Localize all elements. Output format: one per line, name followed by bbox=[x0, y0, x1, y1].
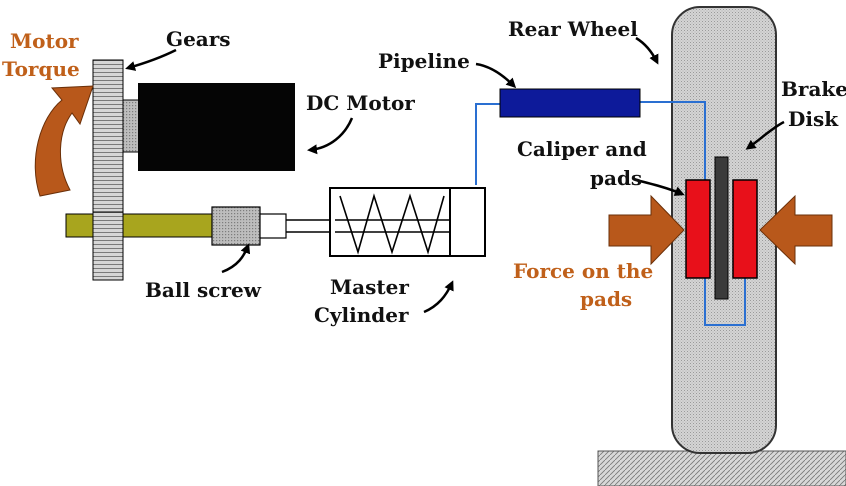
screw-gear bbox=[92, 211, 124, 281]
rear-wheel-leader-arrow bbox=[635, 36, 659, 65]
master-cylinder-label-line1: Master bbox=[330, 275, 409, 299]
ball-screw-leader-arrow bbox=[221, 243, 251, 274]
hydraulic-line-to-pipeline bbox=[475, 103, 500, 185]
brake-disk-label-line1: Brake bbox=[781, 77, 846, 101]
brake-disk-leader-arrow bbox=[745, 120, 785, 150]
master-cylinder-label-line2: Cylinder bbox=[314, 303, 409, 327]
pipeline-leader-arrow bbox=[475, 62, 517, 89]
dc-motor bbox=[138, 83, 295, 171]
motor-gear bbox=[92, 59, 124, 213]
ball-screw-label: Ball screw bbox=[145, 278, 262, 302]
motor-torque-label-line1: Motor bbox=[10, 29, 79, 53]
brake-pad-left bbox=[685, 179, 711, 279]
hydraulic-line-to-caliper bbox=[640, 101, 706, 186]
ball-screw-nut bbox=[211, 206, 261, 246]
dc-motor-leader-arrow bbox=[307, 117, 354, 155]
force-arrow-left bbox=[608, 194, 685, 266]
force-arrow-right bbox=[759, 194, 833, 266]
force-label-line1: Force on the bbox=[513, 259, 653, 283]
caliper-label-line1: Caliper and bbox=[517, 137, 647, 161]
brake-disk bbox=[714, 156, 729, 300]
gears-leader-arrow bbox=[125, 48, 177, 71]
brake-pad-right bbox=[732, 179, 758, 279]
nut-connector bbox=[259, 213, 287, 239]
master-cylinder-leader-arrow bbox=[423, 280, 454, 314]
caliper-leader-arrow bbox=[635, 178, 685, 196]
brake-disk-label-line2: Disk bbox=[788, 107, 839, 131]
dc-motor-label: DC Motor bbox=[306, 91, 415, 115]
motor-torque-arrow bbox=[34, 85, 94, 197]
motor-coupling bbox=[122, 99, 140, 153]
pipeline-label: Pipeline bbox=[378, 49, 470, 73]
motor-torque-label-line2: Torque bbox=[2, 57, 80, 81]
gears-label: Gears bbox=[166, 27, 231, 51]
master-cylinder-body bbox=[329, 187, 486, 257]
master-cylinder-spring bbox=[339, 193, 445, 255]
ground-base bbox=[597, 450, 846, 486]
force-label-line2: pads bbox=[580, 287, 632, 311]
caliper-label-line2: pads bbox=[590, 166, 642, 190]
pipeline-body bbox=[499, 88, 641, 118]
rear-wheel-label: Rear Wheel bbox=[508, 17, 638, 41]
